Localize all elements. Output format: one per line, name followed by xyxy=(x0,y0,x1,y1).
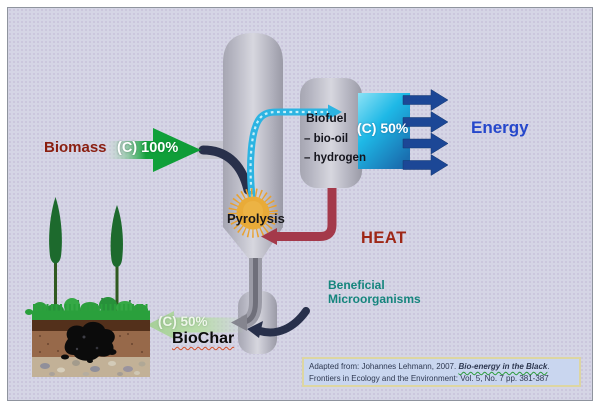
heat-pipe xyxy=(274,186,337,241)
tree-canopy-right xyxy=(110,205,123,268)
biochar-label: BioChar xyxy=(172,330,235,347)
char-highlight xyxy=(82,335,86,339)
biochar-carbon-label: (C) 50% xyxy=(158,314,208,329)
beneficial-line1: Beneficial xyxy=(328,278,385,292)
energy-band xyxy=(358,93,410,169)
biofuel-pipe-arrow xyxy=(247,104,342,201)
soil-cross-section xyxy=(25,197,150,377)
biofuel-item-bio-oil: – bio-oil xyxy=(304,133,349,145)
beneficial-line2: Microorganisms xyxy=(328,292,421,306)
energy-arrow-2 xyxy=(402,111,449,133)
pyrolysis-label: Pyrolysis xyxy=(227,211,285,226)
pebbles xyxy=(40,360,146,376)
reactor-outlet-tube xyxy=(231,258,262,331)
biochar-chunk xyxy=(107,349,117,355)
biofuel-title: Biofuel xyxy=(306,111,347,125)
energy-label: Energy xyxy=(471,118,529,137)
energy-arrow-4 xyxy=(402,154,449,176)
bush xyxy=(64,298,80,314)
attribution-suffix: . xyxy=(547,362,550,371)
biochar-chunk xyxy=(87,359,93,363)
outlet-arrowhead xyxy=(231,314,247,331)
gas-pipe-highlight xyxy=(249,110,330,198)
biofuel-tank xyxy=(300,78,362,188)
bush xyxy=(99,297,117,313)
attribution-prefix: Adapted from: Johannes Lehmann, 2007. xyxy=(309,362,459,371)
energy-arrow-3 xyxy=(402,132,449,155)
grass-tuft xyxy=(25,309,33,315)
subsoil-speckles xyxy=(39,333,143,353)
starburst-rays xyxy=(228,188,278,238)
attribution-line1: Adapted from: Johannes Lehmann, 2007. Bi… xyxy=(309,361,579,373)
char-highlight xyxy=(75,347,79,351)
char-highlight xyxy=(95,346,99,350)
attribution-title: Bio-energy in the Black xyxy=(458,362,548,371)
biomass-carbon-label: (C) 100% xyxy=(117,140,179,156)
tree-canopy-left xyxy=(49,197,62,264)
soil-return-curve xyxy=(256,307,310,337)
heat-pipe-arrow xyxy=(261,186,337,245)
heat-label: HEAT xyxy=(361,229,407,247)
soil-return-arrowhead xyxy=(247,321,263,338)
pyrolysis-starburst-icon xyxy=(228,188,278,238)
energy-arrow-1 xyxy=(402,89,449,111)
attribution-line2: Frontiers in Ecology and the Environment… xyxy=(309,374,549,383)
biochar-lump xyxy=(64,321,115,361)
energy-carbon-label: (C) 50% xyxy=(357,120,409,136)
starburst-glow xyxy=(243,201,263,221)
heat-arrowhead xyxy=(261,228,277,245)
grass-layer xyxy=(32,310,150,321)
biochar-arrow xyxy=(147,311,243,339)
beneficial-microorganisms-label: Beneficial Microorganisms xyxy=(328,278,421,306)
biomass-arrow xyxy=(106,128,201,172)
soil-return-arrow xyxy=(247,307,310,338)
biomass-feed-pipe xyxy=(198,145,253,195)
biochar-chunk xyxy=(61,354,69,360)
biofuel-item-hydrogen: – hydrogen xyxy=(304,152,366,164)
biomass-label: Biomass xyxy=(44,139,107,156)
biochar-collector xyxy=(238,291,277,354)
energy-output xyxy=(358,89,449,176)
gas-arrowhead xyxy=(328,104,342,120)
attribution-box: Adapted from: Johannes Lehmann, 2007. Bi… xyxy=(302,357,581,387)
